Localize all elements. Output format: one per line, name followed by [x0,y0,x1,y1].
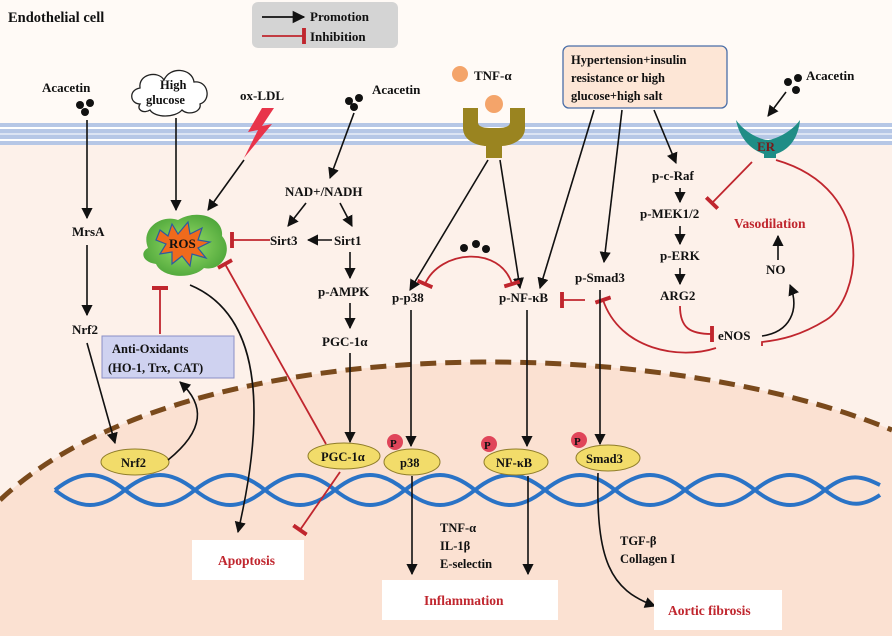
high-glucose-label-1: High [160,78,186,92]
er-receptor-icon [736,120,800,158]
ros-burst-icon [155,220,212,268]
diagram-title: Endothelial cell [8,10,104,26]
sirt3-label: Sirt3 [270,233,298,248]
antioxidants-examples: (HO-1, Trx, CAT) [108,361,203,375]
ros-label: ROS [169,236,196,251]
nuclear-envelope [0,359,892,502]
tnf-receptor-icon [463,108,525,158]
pgc1a-label: PGC-1α [322,334,368,349]
smad3-nucleus-label: Smad3 [586,452,623,466]
p-mek-label: p-MEK1/2 [640,206,699,221]
stimulus-line-1: Hypertension+insulin [571,53,687,67]
aortic-fibrosis-box [654,590,782,630]
tnf-ligand-icon [452,66,468,82]
phospho-smad3-icon [571,432,587,448]
p38-nucleus-label: p38 [400,456,419,470]
antioxidants-label: Anti-Oxidants [112,342,189,356]
enos-label: eNOS [718,328,751,343]
apoptosis-label: Apoptosis [218,553,275,568]
tnf-alpha-label: TNF-α [474,68,512,83]
legend-inhibition-label: Inhibition [310,29,366,44]
p-erk-label: p-ERK [660,248,701,263]
nfkb-nucleus-label: NF-κB [496,456,532,470]
p-craf-label: p-c-Raf [652,168,695,183]
stimulus-box [562,45,728,109]
inflammation-box [382,580,558,620]
phospho-p38-label: P [390,438,397,450]
acacetin-molecule-mid [460,240,490,253]
pgc1a-nucleus-oval [307,442,381,470]
smad3-nucleus-oval [575,444,641,472]
cytokine-eselectin: E-selectin [440,557,492,571]
stimulus-line-2: resistance or high [571,71,665,85]
tnf-bound-icon [485,95,503,113]
acacetin-left-label: Acacetin [42,80,91,95]
apoptosis-box [192,540,304,580]
high-glucose-cloud: High glucose [131,69,208,117]
no-label: NO [766,262,786,277]
p-p38-label: p-p38 [392,290,424,305]
cytokine-il1b: IL-1β [440,539,471,553]
phospho-nfkb-label: P [484,440,491,452]
nrf2-nucleus-label: Nrf2 [121,456,146,470]
cytokine-tnf: TNF-α [440,521,476,535]
p38-nucleus-oval [383,448,441,476]
phospho-smad3-label: P [574,436,581,448]
p-nfkb-label: p-NF-κB [499,290,548,305]
legend: Promotion Inhibition [252,2,398,48]
p-smad3-label: p-Smad3 [575,270,625,285]
nfkb-nucleus-oval [483,448,549,476]
arg2-label: ARG2 [660,288,695,303]
er-label: ER [757,139,776,154]
stimulus-line-3: glucose+high salt [571,89,663,103]
fibrosis-gene-collagen: Collagen I [620,552,675,566]
nrf2-cytoplasm-label: Nrf2 [72,322,98,337]
extracellular-space [0,0,892,123]
legend-promotion-label: Promotion [310,9,370,24]
antioxidants-box [101,335,235,379]
phospho-nfkb-icon [481,436,497,452]
acacetin-molecule-center [345,94,363,111]
vasodilation-label: Vasodilation [734,216,806,231]
inflammation-label: Inflammation [424,593,504,608]
fibrosis-gene-tgfb: TGF-β [620,534,657,548]
acacetin-molecule-left [76,99,94,116]
high-glucose-label-2: glucose [146,93,185,107]
ox-ldl-label: ox-LDL [240,88,284,103]
nrf2-nucleus-oval [100,448,170,476]
ox-ldl-bolt-icon [244,108,274,158]
phospho-p38-icon [387,434,403,450]
sirt1-label: Sirt1 [334,233,361,248]
acacetin-right-label: Acacetin [806,68,855,83]
p-ampk-label: p-AMPK [318,284,370,299]
nad-label: NAD+/NADH [285,184,362,199]
acacetin-center-label: Acacetin [372,82,421,97]
aortic-fibrosis-label: Aortic fibrosis [668,603,751,618]
mrsa-label: MrsA [72,224,105,239]
acacetin-molecule-right [784,74,802,94]
dna-helix [53,473,882,507]
pgc1a-nucleus-label: PGC-1α [321,450,365,464]
